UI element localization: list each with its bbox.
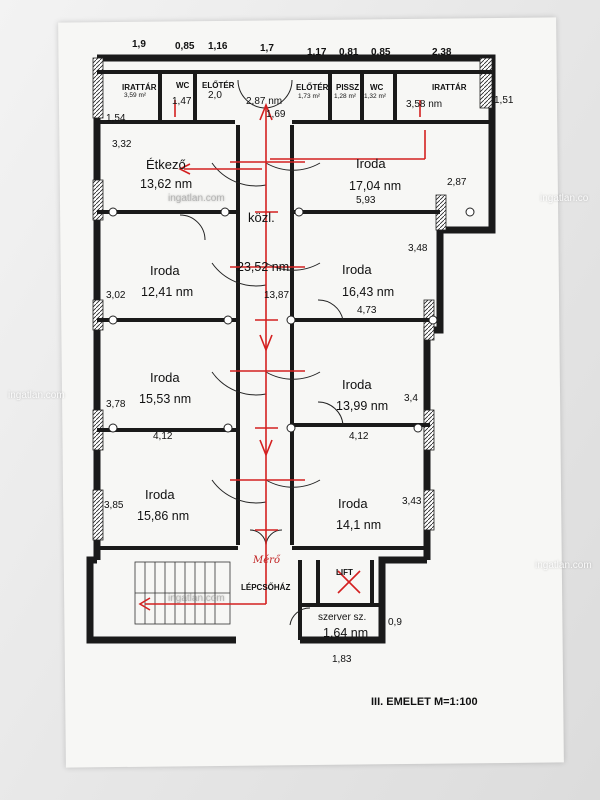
dim-wc-left: 1,47 [172, 96, 192, 107]
stairs [134, 561, 231, 625]
area-iroda-right-3: 13,99 nm [336, 399, 389, 413]
dim-0-9: 0,9 [388, 617, 402, 628]
area-irattar-left: 3,59 m² [124, 92, 147, 99]
dim-top-3: 1,16 [208, 41, 228, 52]
area-iroda-right-2: 16,43 nm [342, 285, 395, 299]
area-irattar-right: 3,58 nm [406, 99, 443, 110]
room-label-lift: LIFT [336, 568, 353, 577]
dim-top-6: 0,81 [339, 47, 359, 58]
room-label-wc-right: WC [370, 83, 384, 92]
area-etkezo: 13,62 nm [140, 177, 193, 191]
dim-4-73: 4,73 [357, 305, 377, 316]
dim-1-54: 1,54 [106, 113, 126, 124]
dim-top-1: 1,9 [132, 39, 146, 50]
room-label-irattar-right: IRATTÁR [432, 83, 467, 92]
dim-top-2: 0,85 [175, 41, 195, 52]
dim-1-51: 1,51 [494, 95, 514, 106]
area-kozl: 23,52 nm [237, 260, 290, 274]
dim-3-32: 3,32 [112, 139, 132, 150]
dim-13-87: 13,87 [264, 290, 290, 301]
dim-top-5: 1,17 [307, 47, 327, 58]
room-label-lepcsohaz: LÉPCSŐHÁZ [241, 583, 291, 592]
room-label-szerver: szerver sz. [318, 612, 367, 623]
room-label-eloter-center: ELŐTÉR [296, 83, 329, 92]
room-label-eloter-left: ELŐTÉR [202, 81, 235, 90]
area-wc-right: 1,32 m² [364, 93, 387, 100]
area-center-top: 2,87 nm [246, 96, 283, 107]
dim-1-69: 1,69 [266, 109, 286, 120]
dim-2-87: 2,87 [447, 177, 467, 188]
area-iroda-right-4: 14,1 nm [336, 518, 382, 532]
room-label-iroda-right-4: Iroda [338, 496, 368, 511]
dim-3-48: 3,48 [408, 243, 428, 254]
interior-walls [97, 70, 492, 640]
room-label-kozl: közl. [248, 210, 275, 225]
room-label-iroda-top-right: Iroda [356, 156, 386, 171]
area-eloter-left: 2,0 [208, 90, 222, 101]
room-label-iroda-left-4: Iroda [145, 487, 175, 502]
watermark-4: ingatlan.com [535, 560, 592, 571]
room-label-iroda-left-2: Iroda [150, 263, 180, 278]
watermark-1: ingatlan.com [8, 390, 65, 401]
dim-3-02: 3,02 [106, 290, 126, 301]
dim-3-85: 3,85 [104, 500, 124, 511]
room-label-pissz: PISSZ [336, 83, 360, 92]
door-arcs [179, 79, 344, 626]
area-eloter-center: 1,73 m² [298, 93, 321, 100]
area-szerver: 1,64 nm [323, 626, 369, 640]
room-label-iroda-left-3: Iroda [150, 370, 180, 385]
plan-footer: III. EMELET M=1:100 [371, 696, 478, 708]
watermark-3: ingatlan.com [168, 593, 225, 604]
dim-5-93: 5,93 [356, 195, 376, 206]
area-iroda-top-right: 17,04 nm [349, 179, 402, 193]
room-label-irattar-left: IRATTÁR [122, 83, 157, 92]
area-iroda-left-2: 12,41 nm [141, 285, 194, 299]
area-pissz: 1,28 m² [334, 93, 357, 100]
room-label-wc-left: WC [176, 81, 190, 90]
dim-top-8: 2,38 [432, 47, 452, 58]
handwritten-note: Mérő [253, 555, 280, 566]
escape-route [138, 100, 426, 611]
dim-3-43: 3,43 [402, 496, 422, 507]
watermark-2: ingatlan.com [168, 193, 225, 204]
area-iroda-left-3: 15,53 nm [139, 392, 192, 406]
room-label-etkezo: Étkező [146, 157, 186, 172]
dim-3-78: 3,78 [106, 399, 126, 410]
room-label-iroda-right-3: Iroda [342, 377, 372, 392]
dim-1-83: 1,83 [332, 654, 352, 665]
area-iroda-left-4: 15,86 nm [137, 509, 190, 523]
wall-fixtures [108, 207, 475, 433]
dim-4-12-left: 4,12 [153, 431, 173, 442]
dim-4-12-right: 4,12 [349, 431, 369, 442]
watermark-5: ingatlan.co [540, 193, 589, 204]
dim-3-4: 3,4 [404, 393, 418, 404]
room-label-iroda-right-2: Iroda [342, 262, 372, 277]
dim-top-7: 0,85 [371, 47, 391, 58]
dim-top-4: 1,7 [260, 43, 274, 54]
